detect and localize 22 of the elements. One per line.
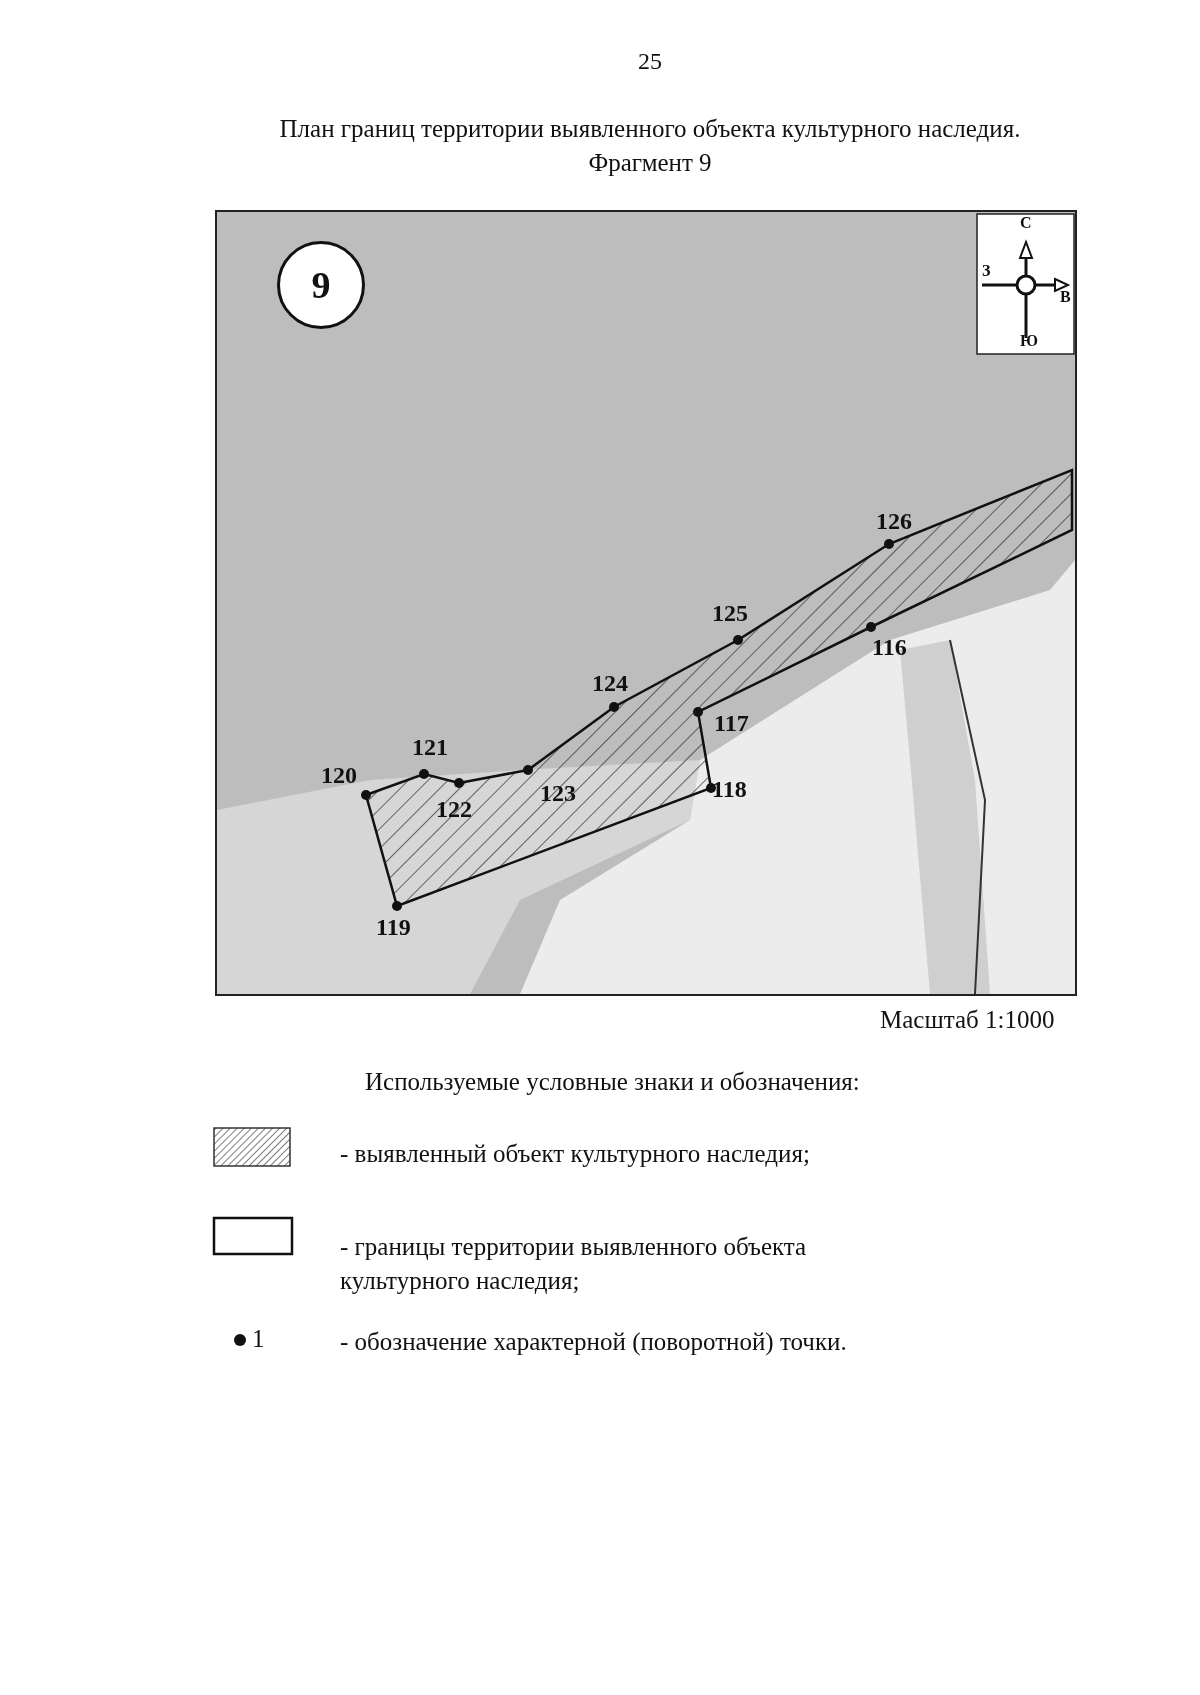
scale-label: Масштаб 1:1000 [880,1006,1055,1034]
legend-text: - выявленный объект культурного наследия; [340,1139,811,1169]
point-number: 121 [412,734,448,761]
title: План границ территории выявленного объекта культурного наследия. Фрагмент 9 [278,114,1022,178]
point-number: 119 [376,914,411,941]
point-number: 125 [712,600,748,627]
legend-text: - обозначение характерной (поворотной) точки. [340,1327,848,1358]
point-number: 124 [592,670,628,697]
legend-title: Используемые условные знаки и обозначения: [365,1068,860,1096]
point-number: 116 [872,634,907,661]
point-number: 1 [252,1325,265,1353]
compass-west-letter: З [982,262,991,280]
legend-text: - границы территории выявленного объекта культурного наследия; [340,1232,808,1296]
compass-north-letter: С [1020,214,1032,232]
point-number: 126 [876,508,912,535]
point-number: 118 [712,776,747,803]
point-number: 122 [436,796,472,823]
point-number: 120 [321,762,357,789]
page-number: 25 [637,48,663,75]
compass-south-letter: Ю [1020,332,1038,350]
compass-east-letter: В [1060,288,1071,306]
point-number: 117 [714,710,749,737]
